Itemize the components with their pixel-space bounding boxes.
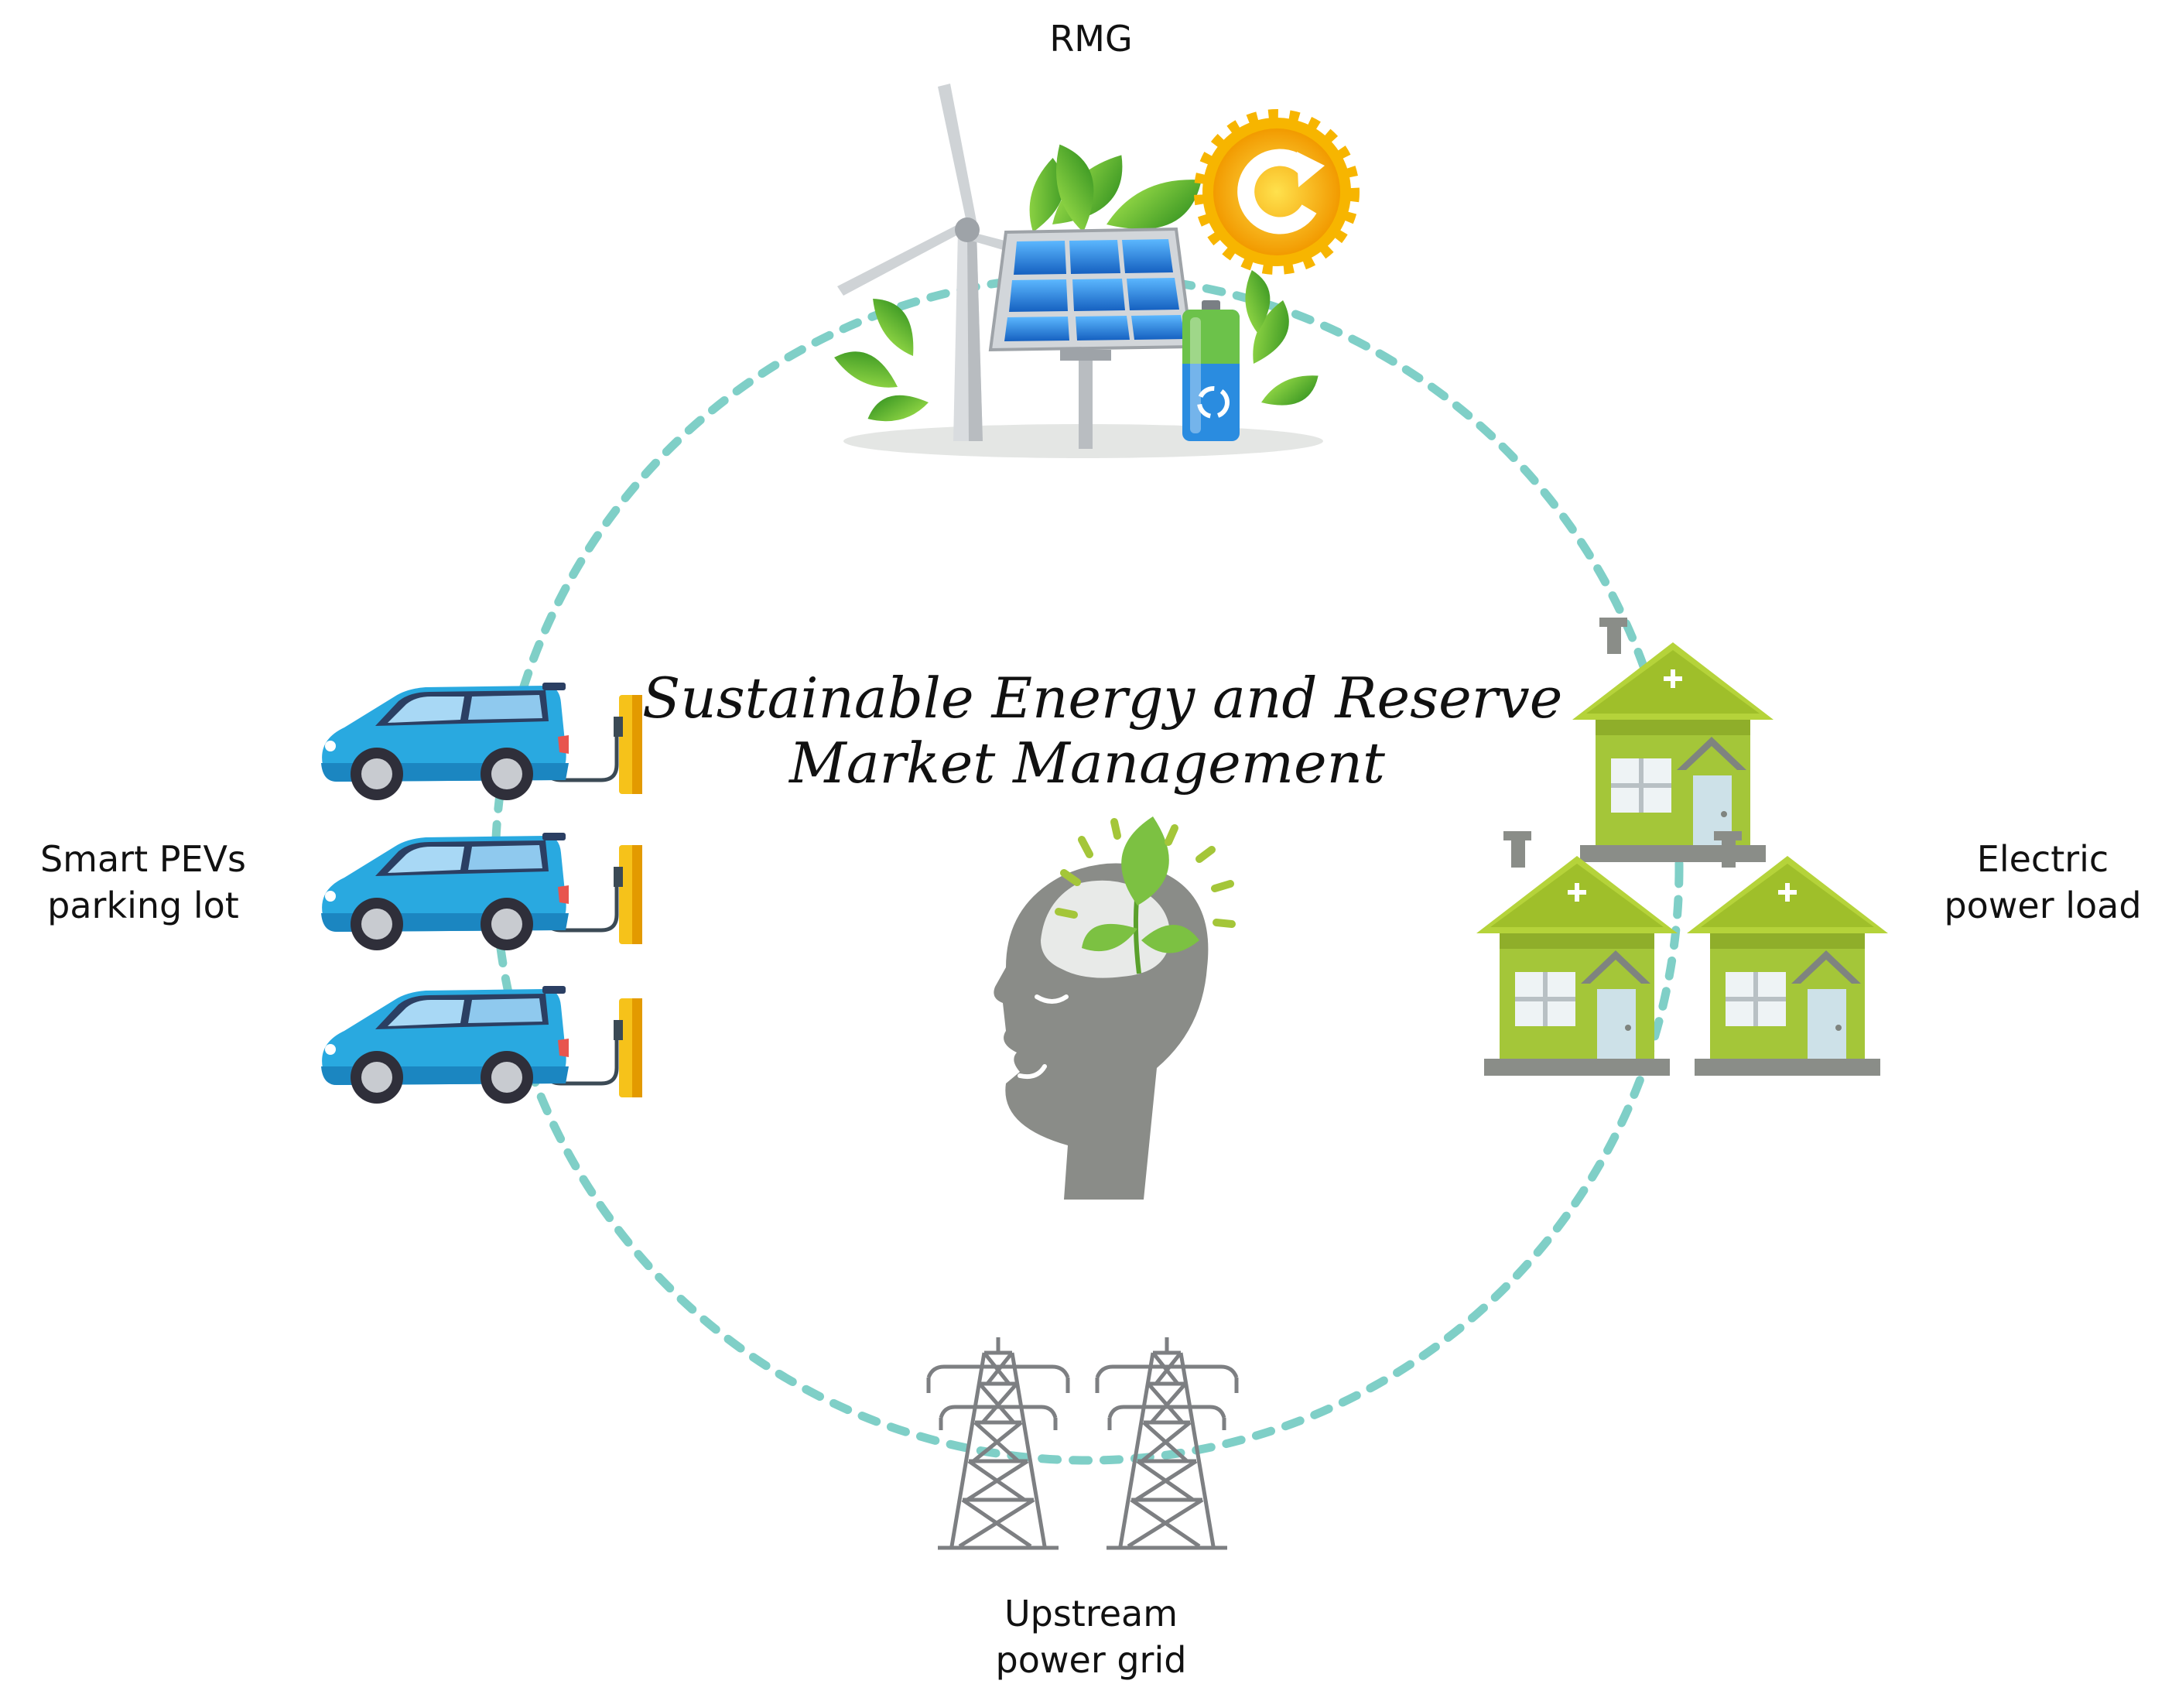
car-charging-3 bbox=[321, 986, 642, 1104]
node-label-left: Smart PEVs parking lot bbox=[8, 836, 279, 929]
electric-car-charging-icon bbox=[321, 683, 642, 1104]
tower-2 bbox=[1097, 1337, 1237, 1548]
diagram-title: Sustainable Energy and Reserve Market Ma… bbox=[642, 666, 1563, 796]
load-label-line1: Electric bbox=[1976, 838, 2109, 880]
house-2 bbox=[1476, 831, 1678, 1076]
house-1 bbox=[1572, 618, 1774, 862]
sun-icon bbox=[1194, 109, 1360, 275]
car-charging-2 bbox=[321, 833, 642, 950]
sprout-icon bbox=[1082, 816, 1199, 974]
node-label-top: RMG bbox=[1014, 15, 1168, 62]
house-3 bbox=[1687, 831, 1888, 1076]
title-line1: Sustainable Energy and Reserve bbox=[642, 666, 1563, 731]
grid-label-line2: power grid bbox=[995, 1639, 1187, 1681]
load-label-line2: power load bbox=[1944, 885, 2142, 926]
pevs-label-line2: parking lot bbox=[47, 885, 239, 926]
node-label-right: Electric power load bbox=[1911, 836, 2172, 929]
grid-label-line1: Upstream bbox=[1004, 1593, 1178, 1634]
node-label-bottom: Upstream power grid bbox=[936, 1590, 1246, 1683]
wind-turbine-icon bbox=[837, 84, 1062, 441]
rmg-label: RMG bbox=[1049, 18, 1133, 60]
transmission-tower-icon bbox=[929, 1337, 1237, 1548]
battery-icon bbox=[1182, 300, 1240, 441]
title-line2: Market Management bbox=[789, 731, 1385, 796]
solar-panel-icon bbox=[988, 227, 1194, 449]
car-charging-1 bbox=[321, 683, 642, 800]
pevs-label-line1: Smart PEVs bbox=[39, 838, 246, 880]
renewable-microgrid-icon bbox=[830, 84, 1360, 458]
idea-rays-icon bbox=[1055, 818, 1236, 928]
green-mind-head-icon bbox=[994, 816, 1236, 1200]
